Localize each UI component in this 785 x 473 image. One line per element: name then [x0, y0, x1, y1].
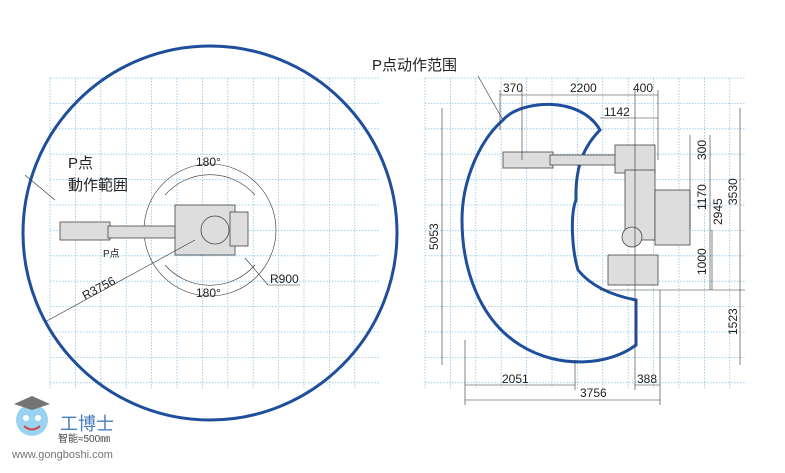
dim-3530: 3530	[726, 178, 740, 205]
dim-1170: 1170	[695, 184, 709, 210]
dim-388: 388	[637, 372, 657, 386]
outer-radius-label: R3756	[80, 274, 118, 303]
watermark-url: www.gongboshi.com	[11, 449, 113, 461]
watermark-tagline: 智能≈500㎜	[58, 432, 110, 445]
side-range-envelope	[460, 102, 638, 364]
dim-2945: 2945	[711, 198, 725, 225]
right-title: P点动作范围	[372, 57, 457, 74]
dim-1523: 1523	[726, 308, 740, 335]
watermark-brand: 工博士	[60, 414, 114, 435]
dim-2200: 2200	[570, 81, 597, 95]
dim-2051: 2051	[502, 372, 529, 386]
dim-400: 400	[633, 81, 653, 95]
angle-bottom: 180°	[196, 286, 221, 300]
outer-range-circle	[21, 44, 399, 422]
p-point-label: P点	[68, 155, 93, 172]
dim-1142: 1142	[604, 105, 630, 119]
robot-top-view	[59, 204, 249, 256]
robot-side-view	[502, 144, 691, 286]
dim-300: 300	[695, 140, 709, 160]
watermark-logo: 工博士 智能≈500㎜ www.gongboshi.com	[11, 396, 114, 461]
inner-radius-label: R900	[270, 272, 299, 286]
dim-370: 370	[503, 81, 523, 95]
r3756-leader	[44, 239, 196, 323]
p-point-small: P点	[103, 248, 120, 260]
dimension-lines	[441, 90, 745, 405]
range-label: 動作範囲	[68, 176, 128, 194]
dim-3756: 3756	[580, 386, 607, 400]
dim-5053: 5053	[427, 223, 441, 250]
right-grid	[424, 77, 745, 388]
dim-1000: 1000	[695, 248, 709, 275]
angle-top: 180°	[196, 155, 221, 169]
